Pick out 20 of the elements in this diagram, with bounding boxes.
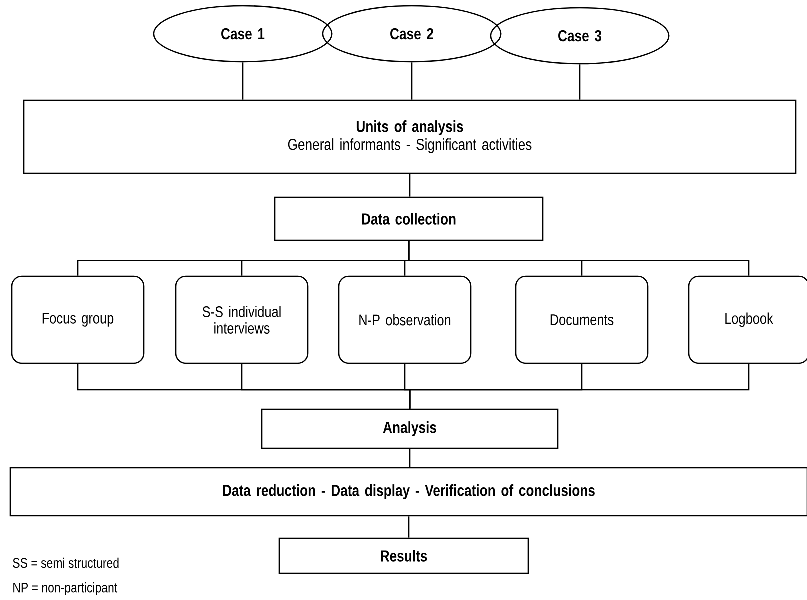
process-box: Results <box>278 538 530 574</box>
method-box: Logbook <box>688 276 807 364</box>
method-box: S-S individual interviews <box>175 276 309 364</box>
method-box: Focus group <box>11 276 145 364</box>
process-box: Analysis <box>261 408 559 450</box>
connector-line <box>408 516 410 538</box>
process-box: Units of analysis General informants - Significant activities <box>23 100 797 174</box>
method-box: N-P observation <box>338 276 472 364</box>
connector-line <box>411 62 413 100</box>
connector-line <box>579 64 581 100</box>
note: SS = semi structured <box>13 558 119 568</box>
connector-line <box>242 62 244 100</box>
connector-line <box>409 449 411 468</box>
note: NP = non-participant <box>14 582 118 596</box>
connector-line <box>408 241 750 276</box>
connector-line <box>409 364 750 409</box>
connector-line <box>409 174 411 197</box>
method-box: Documents <box>515 276 649 364</box>
process-box: Data collection <box>274 196 544 242</box>
process-box: Data reduction - Data display - Verification of conclusions <box>10 467 807 517</box>
